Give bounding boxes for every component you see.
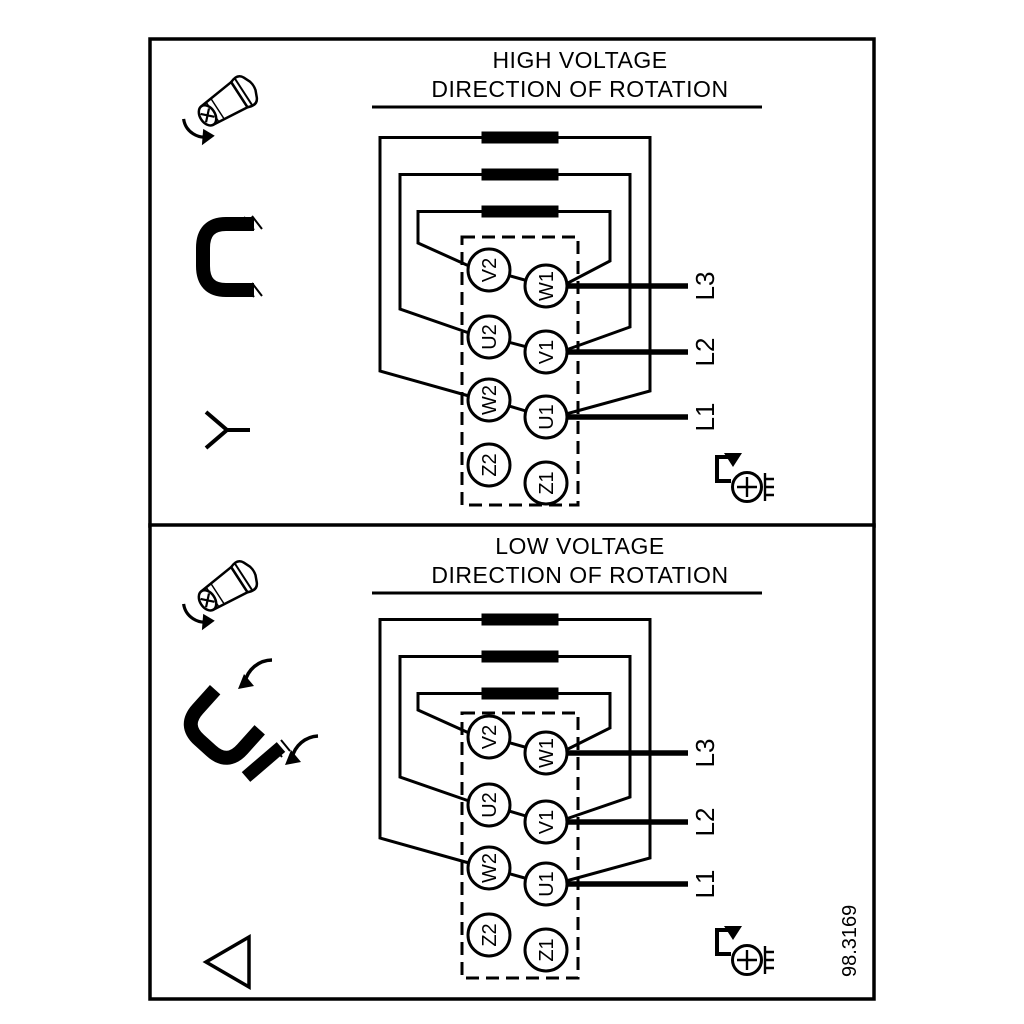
- terminal-z1: [523, 460, 569, 506]
- supply-label-l2: L2: [690, 338, 720, 367]
- supply-lines: [546, 283, 688, 420]
- terminal-label-w1: W1: [536, 738, 558, 768]
- terminal-u1: [523, 861, 569, 907]
- link-wires-left: [378, 618, 482, 865]
- supply-label-l2: L2: [690, 808, 720, 837]
- link-wires-left: [378, 136, 482, 398]
- supply-label-l3: L3: [690, 272, 720, 301]
- terminal-label-u1: U1: [536, 404, 558, 430]
- panel-high-voltage: HIGH VOLTAGE DIRECTION OF ROTATION V2 U2…: [148, 37, 876, 528]
- jumper-bar: [481, 613, 559, 626]
- jumper-bar: [481, 168, 559, 181]
- panel-subtitle: DIRECTION OF ROTATION: [431, 76, 728, 102]
- terminal-v2: [466, 247, 512, 293]
- jumper-bar: [481, 205, 559, 218]
- arrow-head: [285, 750, 301, 765]
- terminal-link-icon: [196, 215, 263, 298]
- panel-subtitle: DIRECTION OF ROTATION: [431, 562, 728, 588]
- terminal-w2: [466, 845, 512, 891]
- link-wires-right: [558, 618, 652, 883]
- terminal-w1: [523, 730, 569, 776]
- terminal-label-z1: Z1: [536, 938, 558, 961]
- panel-title: LOW VOLTAGE: [495, 533, 665, 559]
- supply-label-l1: L1: [690, 403, 720, 432]
- terminal-u2: [466, 314, 512, 360]
- terminal-v1: [523, 799, 569, 845]
- terminal-links-rearranged-icon: [183, 658, 319, 782]
- jumper-bar: [481, 687, 559, 700]
- terminal-label-w2: W2: [479, 853, 501, 883]
- arrow-head: [238, 674, 254, 689]
- terminal-label-z2: Z2: [479, 453, 501, 476]
- terminal-u1: [523, 394, 569, 440]
- star-connection-symbol: [204, 410, 250, 450]
- drawing-number: 98.3169: [839, 905, 861, 977]
- terminal-z2: [466, 912, 512, 958]
- terminal-label-w1: W1: [536, 271, 558, 301]
- terminal-label-z1: Z1: [536, 471, 558, 494]
- terminal-w1: [523, 263, 569, 309]
- panel-title: HIGH VOLTAGE: [492, 47, 667, 73]
- terminal-u2: [466, 782, 512, 828]
- terminal-label-u2: U2: [479, 792, 501, 818]
- terminal-w2: [466, 377, 512, 423]
- terminal-z1: [523, 927, 569, 973]
- terminal-label-v1: V1: [536, 340, 558, 364]
- terminal-label-v2: V2: [479, 258, 501, 282]
- supply-lines: [546, 750, 688, 887]
- terminal-label-v1: V1: [536, 810, 558, 834]
- jumper-bar: [481, 650, 559, 663]
- panel-low-voltage: LOW VOLTAGE DIRECTION OF ROTATION V2 U2 …: [148, 523, 876, 1001]
- supply-label-l1: L1: [690, 870, 720, 899]
- supply-label-l3: L3: [690, 739, 720, 768]
- delta-connection-symbol: [202, 933, 251, 991]
- terminal-label-u1: U1: [536, 871, 558, 897]
- terminal-v2: [466, 714, 512, 760]
- terminal-label-z2: Z2: [479, 923, 501, 946]
- terminal-z2: [466, 442, 512, 488]
- terminal-label-v2: V2: [479, 725, 501, 749]
- jumper-bar: [481, 131, 559, 144]
- link-wires-right: [558, 136, 652, 416]
- terminal-v1: [523, 329, 569, 375]
- terminal-label-u2: U2: [479, 324, 501, 350]
- terminal-label-w2: W2: [479, 385, 501, 415]
